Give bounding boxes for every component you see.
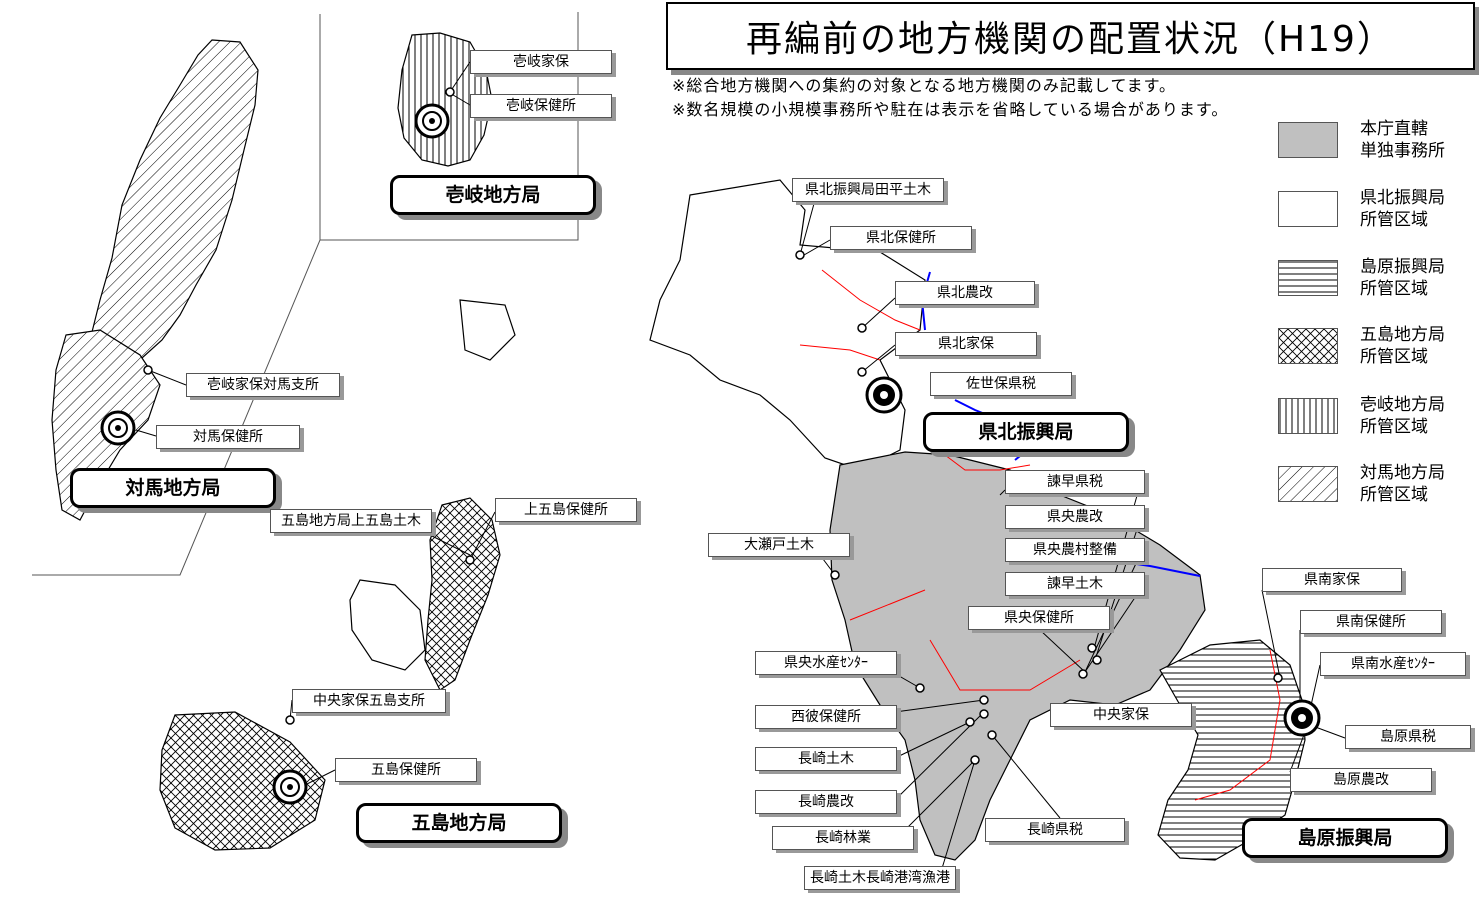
office-label: 佐世保県税 <box>930 372 1072 396</box>
office-label: 県南保健所 <box>1300 610 1442 634</box>
legend-label-1: 本庁直轄 <box>1360 119 1428 139</box>
goto-islands <box>159 299 516 851</box>
office-label: 県北農改 <box>895 281 1035 305</box>
kenhoku-bureau-marker <box>865 376 903 414</box>
office-label: 壱岐家保対馬支所 <box>186 373 340 397</box>
goto-bureau-marker <box>272 769 308 805</box>
legend-swatch-horizontal <box>1278 260 1338 296</box>
office-label: 壱岐保健所 <box>470 94 612 118</box>
office-label: 県央保健所 <box>968 606 1110 630</box>
note-1: ※総合地方機関への集約の対象となる地方機関のみ記載してます。 <box>672 76 1177 95</box>
office-label: 対馬保健所 <box>156 425 300 449</box>
office-label: 県南水産ｾﾝﾀｰ <box>1320 652 1466 676</box>
office-label: 大瀬戸土木 <box>708 533 850 557</box>
office-label: 県北保健所 <box>830 226 972 250</box>
iki-bureau-marker <box>414 103 450 139</box>
office-label: 長崎土木長崎港湾漁港 <box>804 866 956 890</box>
office-label: 長崎林業 <box>772 826 914 850</box>
office-label: 五島保健所 <box>335 758 477 782</box>
office-label: 諫早土木 <box>1005 572 1145 596</box>
shimabara-bureau-marker <box>1283 699 1321 737</box>
office-label: 長崎農改 <box>755 790 897 814</box>
legend-swatch-white <box>1278 191 1338 227</box>
bureau-label-shimabara: 島原振興局 <box>1242 818 1448 858</box>
office-label: 県南家保 <box>1262 568 1402 592</box>
bureau-label-kenhoku: 県北振興局 <box>923 412 1129 452</box>
legend-label-1: 対馬地方局 <box>1360 463 1445 483</box>
bureau-markers <box>100 103 1321 805</box>
office-label: 上五島保健所 <box>495 498 637 522</box>
bureau-label-iki: 壱岐地方局 <box>390 175 596 215</box>
inset-frame-lines <box>32 12 579 576</box>
office-label: 中央家保 <box>1050 703 1192 727</box>
legend-label-2: 所管区域 <box>1360 347 1428 367</box>
legend-label-2: 単独事務所 <box>1360 141 1445 161</box>
kenhoku-region <box>649 179 926 471</box>
legend-label-1: 五島地方局 <box>1360 325 1445 345</box>
legend-label-1: 島原振興局 <box>1360 257 1445 277</box>
tsushima-bureau-marker <box>100 410 136 446</box>
legend-label-1: 県北振興局 <box>1360 188 1445 208</box>
office-label: 県北振興局田平土木 <box>792 178 944 202</box>
legend-swatch-vertical <box>1278 398 1338 434</box>
legend-label-1: 壱岐地方局 <box>1360 395 1445 415</box>
office-label: 長崎土木 <box>755 747 897 771</box>
office-label: 壱岐家保 <box>470 50 612 74</box>
office-label: 五島地方局上五島土木 <box>270 509 432 533</box>
office-label: 中央家保五島支所 <box>292 689 446 713</box>
page-title: 再編前の地方機関の配置状況（H19） <box>666 2 1475 70</box>
office-label: 県央農村整備 <box>1005 538 1145 562</box>
office-label: 県北家保 <box>895 332 1037 356</box>
district-boundaries <box>799 269 1281 801</box>
office-label: 島原農改 <box>1290 768 1432 792</box>
office-label: 県央水産ｾﾝﾀｰ <box>755 651 897 675</box>
legend-swatch-diagonal <box>1278 466 1338 502</box>
legend-label-2: 所管区域 <box>1360 485 1428 505</box>
note-2: ※数名規模の小規模事務所や駐在は表示を省略している場合があります。 <box>672 100 1229 119</box>
office-label: 県央農改 <box>1005 505 1145 529</box>
legend-swatch-crosshatch <box>1278 328 1338 364</box>
bureau-label-tsushima: 対馬地方局 <box>70 468 276 508</box>
office-label: 西彼保健所 <box>755 705 897 729</box>
office-markers <box>143 87 1283 765</box>
legend-swatch-gray <box>1278 122 1338 158</box>
legend-label-2: 所管区域 <box>1360 417 1428 437</box>
legend-label-2: 所管区域 <box>1360 279 1428 299</box>
office-label: 諫早県税 <box>1005 470 1145 494</box>
office-label: 長崎県税 <box>985 818 1125 842</box>
bureau-label-goto: 五島地方局 <box>356 803 562 843</box>
office-label: 島原県税 <box>1345 725 1471 749</box>
legend-label-2: 所管区域 <box>1360 210 1428 230</box>
leader-lines <box>135 61 1346 876</box>
